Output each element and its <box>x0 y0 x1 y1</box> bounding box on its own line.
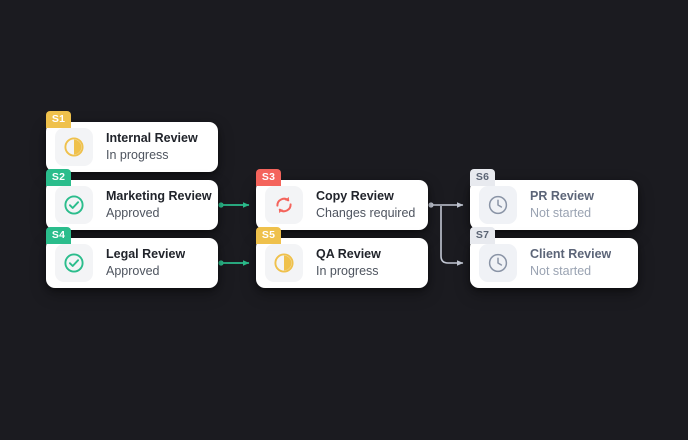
connector-s3-to-s6 <box>428 202 464 208</box>
step-card-s1[interactable]: S1 Internal Review In progress <box>46 111 218 172</box>
clock-icon <box>479 186 517 224</box>
step-title-s2: Marketing Review <box>106 189 212 203</box>
step-text-s3: Copy Review Changes required <box>316 188 415 222</box>
step-badge-s4: S4 <box>46 227 71 244</box>
step-status-s3: Changes required <box>316 206 416 220</box>
step-text-s2: Marketing Review Approved <box>106 188 212 222</box>
step-status-s1: In progress <box>106 148 169 162</box>
step-badge-s5: S5 <box>256 227 281 244</box>
check-circle-icon <box>55 244 93 282</box>
step-title-s5: QA Review <box>316 247 381 261</box>
connector-s3-to-s7 <box>440 206 464 266</box>
refresh-cycle-icon <box>265 186 303 224</box>
connector-s2-to-s3 <box>218 202 250 208</box>
step-badge-s6: S6 <box>470 169 495 186</box>
step-badge-s1: S1 <box>46 111 71 128</box>
step-status-s5: In progress <box>316 264 379 278</box>
step-card-s2[interactable]: S2 Marketing Review Approved <box>46 169 218 230</box>
step-card-s5[interactable]: S5 QA Review In progress <box>256 227 428 288</box>
step-title-s7: Client Review <box>530 247 612 261</box>
step-status-s2: Approved <box>106 206 160 220</box>
step-card-s4[interactable]: S4 Legal Review Approved <box>46 227 218 288</box>
pie-progress-icon <box>55 128 93 166</box>
step-text-s1: Internal Review In progress <box>106 130 198 164</box>
step-title-s6: PR Review <box>530 189 594 203</box>
connector-s4-to-s5 <box>218 260 250 266</box>
step-card-s6[interactable]: S6 PR Review Not started <box>470 169 638 230</box>
pie-progress-icon <box>265 244 303 282</box>
clock-icon <box>479 244 517 282</box>
step-card-s7[interactable]: S7 Client Review Not started <box>470 227 638 288</box>
step-badge-s2: S2 <box>46 169 71 186</box>
step-card-s3[interactable]: S3 Copy Review Changes required <box>256 169 428 230</box>
step-status-s6: Not started <box>530 206 592 220</box>
step-title-s3: Copy Review <box>316 189 394 203</box>
step-status-s4: Approved <box>106 264 160 278</box>
step-text-s7: Client Review Not started <box>530 246 611 280</box>
step-status-s7: Not started <box>530 264 592 278</box>
step-text-s6: PR Review Not started <box>530 188 594 222</box>
step-title-s1: Internal Review <box>106 131 198 145</box>
step-title-s4: Legal Review <box>106 247 186 261</box>
check-circle-icon <box>55 186 93 224</box>
step-badge-s3: S3 <box>256 169 281 186</box>
step-text-s5: QA Review In progress <box>316 246 381 280</box>
step-text-s4: Legal Review Approved <box>106 246 185 280</box>
step-badge-s7: S7 <box>470 227 495 244</box>
